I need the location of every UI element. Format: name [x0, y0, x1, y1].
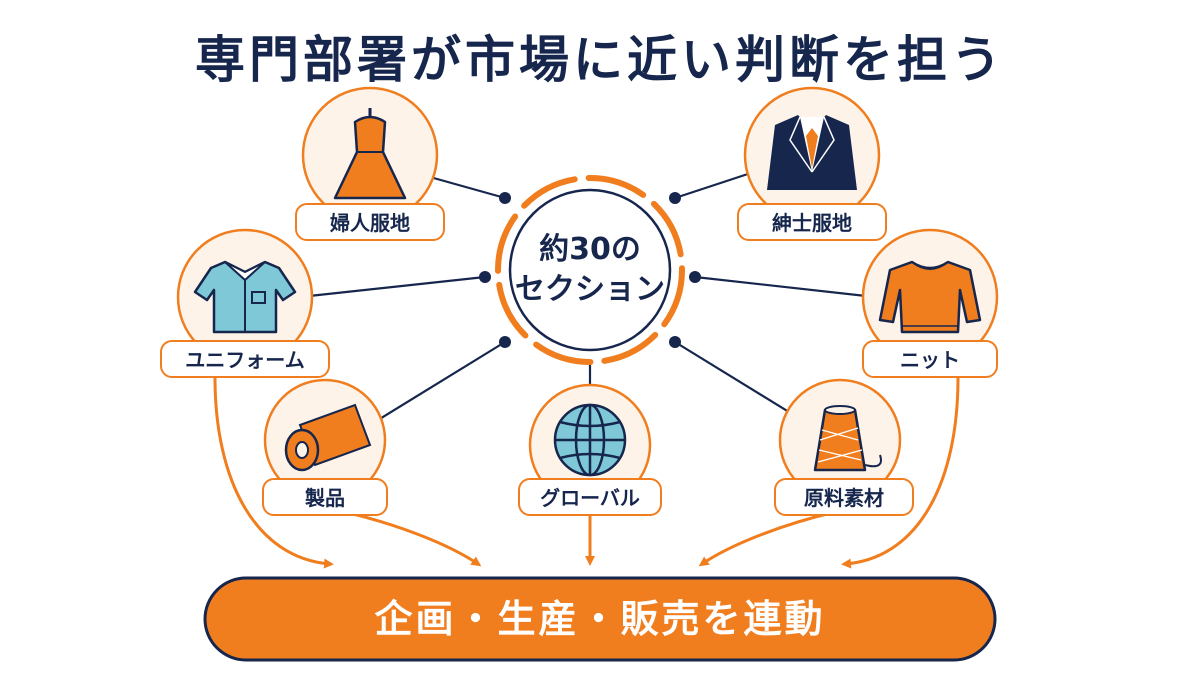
hub-dot: [669, 192, 681, 204]
flow-arrows: [213, 377, 960, 569]
section-label-materials: 原料素材: [774, 478, 914, 516]
bottom-bar-label: 企画・生産・販売を連動: [374, 597, 826, 641]
hub-dot: [669, 336, 681, 348]
arrow-knit: [841, 377, 960, 569]
section-label-uniform: ユニフォーム: [160, 340, 330, 378]
section-label-product: 製品: [262, 478, 388, 516]
hub-dot: [689, 271, 701, 283]
dress-icon: [333, 108, 407, 200]
connector-uniform: [299, 275, 486, 299]
arrow-uniform: [213, 377, 334, 569]
suit-icon: [767, 115, 857, 190]
center-line-1: 約30の: [539, 232, 641, 267]
hub-dot: [499, 336, 511, 348]
connector-lines: [299, 168, 876, 429]
thread-spool-icon: [813, 405, 882, 472]
arrow-product: [344, 510, 482, 567]
fabric-roll-icon: [284, 403, 372, 472]
center-line-2: セクション: [515, 272, 665, 307]
connector-mens: [674, 168, 761, 200]
arrow-materials: [698, 510, 836, 567]
shirt-icon: [193, 260, 297, 334]
hub-dot: [479, 271, 491, 283]
globe-icon: [553, 403, 627, 477]
bottom-bar-shape: [203, 576, 997, 662]
section-label-mens: 紳士服地: [737, 203, 887, 241]
center-hub: [479, 175, 701, 365]
hub-dot: [499, 192, 511, 204]
sweater-icon: [878, 260, 982, 334]
connector-knit: [694, 275, 876, 299]
center-hub-label: 約30の セクション: [490, 230, 690, 310]
section-label-womens: 婦人服地: [295, 203, 445, 241]
section-label-global: グローバル: [518, 478, 662, 516]
section-label-knit: ニット: [862, 340, 998, 378]
page-title: 専門部署が市場に近い判断を担う: [195, 31, 1005, 89]
connector-product: [364, 341, 506, 429]
